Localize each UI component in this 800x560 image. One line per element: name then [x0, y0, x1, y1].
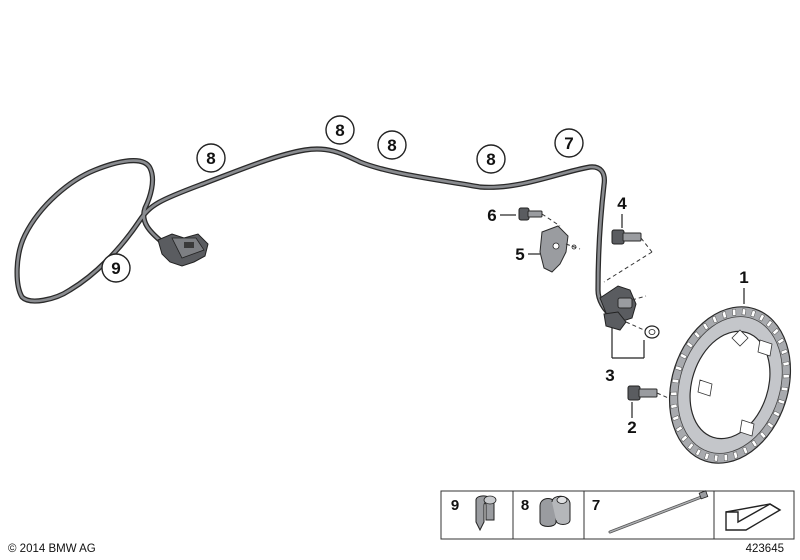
sensor-cable	[14, 146, 615, 319]
ring-slot	[723, 454, 728, 462]
label-part-4: 4	[617, 194, 627, 213]
bolt-part-4	[603, 229, 653, 283]
diagram-id: 423645	[746, 543, 784, 555]
legend-number-9: 9	[451, 497, 459, 514]
callout-8-c: 8	[377, 130, 407, 160]
bolt-part-6	[518, 207, 561, 227]
ring-slot	[772, 410, 781, 417]
ring-slot	[674, 365, 683, 372]
ring-slot	[750, 310, 756, 318]
ring-slot	[671, 378, 679, 384]
ring-slot	[780, 348, 788, 355]
ring-slot	[772, 328, 780, 336]
callout-8b-label: 8	[335, 121, 344, 140]
bracket-leader-part-3	[611, 328, 645, 359]
callout-7-label: 7	[564, 134, 573, 153]
ring-slot	[679, 353, 688, 360]
direction-arrow-icon	[725, 503, 782, 531]
ring-slot	[766, 421, 774, 429]
callout-9-cable: 9	[101, 253, 131, 283]
callout-8-d: 8	[476, 144, 506, 174]
abs-ring-part-1	[668, 306, 792, 464]
ring-slot	[711, 315, 718, 324]
cable-clip-icon	[475, 495, 497, 532]
ring-slot	[702, 322, 709, 331]
callout-9-label: 9	[111, 259, 120, 278]
legend-number-7: 7	[592, 497, 600, 514]
legend-number-8: 8	[521, 497, 529, 514]
ring-slot	[765, 320, 773, 328]
ring-slot	[675, 425, 683, 433]
ring-slot	[751, 439, 758, 448]
ring-slot	[759, 431, 767, 439]
ring-slot	[685, 341, 694, 349]
ring-slot	[758, 313, 765, 322]
label-part-6: 6	[487, 206, 496, 225]
ring-slot	[781, 386, 789, 392]
callout-8-a: 8	[196, 143, 226, 173]
callout-8c-label: 8	[387, 136, 396, 155]
copyright-text: © 2014 BMW AG	[8, 543, 96, 555]
ring-slot	[742, 446, 749, 455]
ring-slot	[732, 308, 737, 316]
callout-8d-label: 8	[486, 150, 495, 169]
ring-slot	[782, 361, 790, 367]
label-part-2: 2	[627, 418, 636, 437]
ring-slot	[713, 454, 719, 462]
double-cable-clip-icon	[539, 495, 571, 527]
ring-slot	[672, 415, 680, 422]
ring-slot	[721, 311, 727, 319]
ring-slot	[693, 331, 701, 339]
ring-slot	[670, 403, 678, 409]
ring-slot	[687, 442, 695, 451]
label-part-3: 3	[605, 366, 614, 385]
ring-slot	[695, 448, 702, 457]
speed-sensor-part-3	[599, 285, 660, 339]
callout-8a-label: 8	[206, 149, 215, 168]
ring-slot	[680, 434, 688, 442]
ring-slot	[733, 451, 739, 459]
cable-tie-icon	[608, 490, 709, 534]
ring-slot	[741, 308, 747, 316]
label-part-1: 1	[739, 268, 748, 287]
ring-slot	[782, 374, 790, 379]
cable-connector	[157, 233, 209, 267]
ring-slot	[777, 398, 786, 405]
ring-slot	[777, 337, 785, 345]
callout-8-b: 8	[325, 115, 355, 145]
legend-strip: 9 8 7	[440, 490, 795, 540]
bracket-part-5	[539, 225, 581, 273]
ring-slot	[670, 391, 678, 396]
label-part-5: 5	[515, 245, 524, 264]
callout-7: 7	[554, 128, 584, 158]
ring-slot	[704, 452, 710, 460]
